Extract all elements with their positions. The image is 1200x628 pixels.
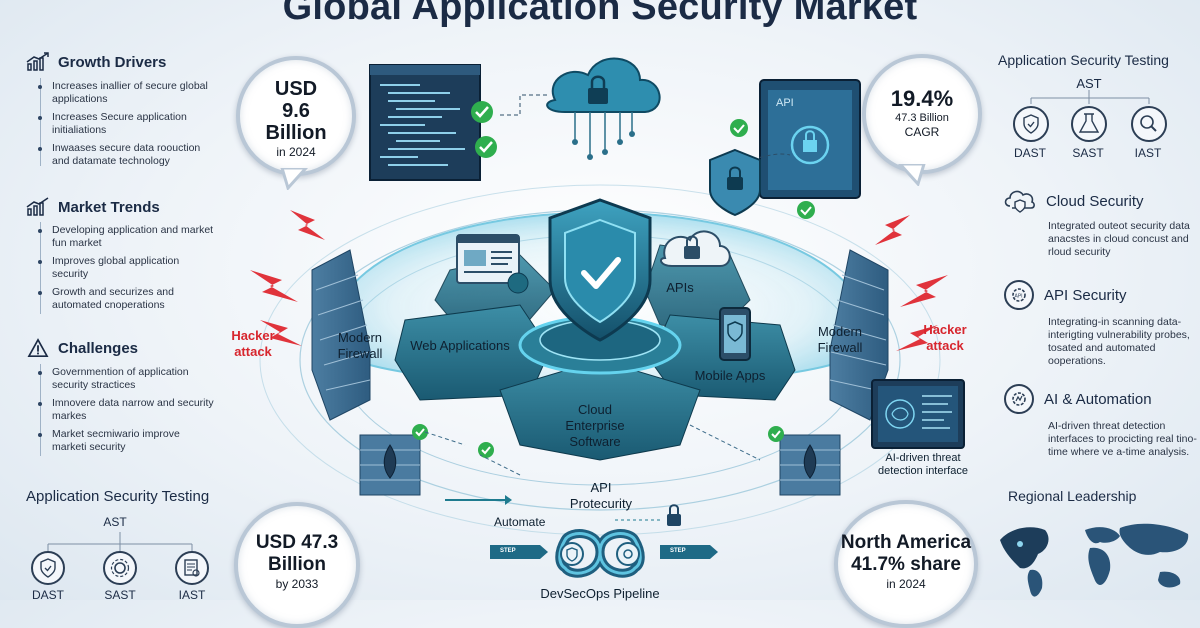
bubble-cagr: 19.4% 47.3 Billion CAGR (862, 54, 982, 174)
bar-chart-icon (26, 197, 49, 216)
cloud-shield-icon (1004, 190, 1035, 213)
list-item: Market secmiwario improve marketi securi… (26, 428, 216, 453)
apis-label: APIs (666, 280, 694, 295)
bubble-market-2033: USD 47.3 Billion by 2033 (234, 502, 360, 628)
right-ast-title: Application Security Testing (998, 52, 1169, 68)
left-ast-node: IAST (178, 588, 206, 602)
right-ast-node: DAST (1013, 146, 1046, 160)
challenges-list: Governmention of application security st… (26, 366, 216, 459)
list-item: Developing application and market fun ma… (26, 224, 216, 249)
list-item: Imnovere data narrow and security markes (26, 397, 216, 422)
left-ast-tree (31, 532, 209, 585)
hacker-attack-left: Hacker attack (231, 328, 275, 359)
left-ast-node: DAST (31, 588, 64, 602)
right-ast-root: AST (1076, 76, 1102, 91)
bubble-market-2024: USD 9.6 Billion in 2024 (236, 56, 356, 176)
left-ast-root: AST (103, 515, 127, 529)
api-security-section: API API Security Integrating-in scanning… (1004, 280, 1200, 368)
ai-automation-section: AI & Automation AI-driven threat detecti… (1004, 384, 1200, 459)
challenges-heading: Challenges (26, 338, 138, 358)
market-trends-list: Developing application and market fun ma… (26, 224, 216, 317)
list-item: Growth and securizes and automated cnope… (26, 286, 216, 311)
cloud-security-section: Cloud Security Integrated outeot securit… (1004, 188, 1200, 259)
step-right-label: STEP (670, 548, 686, 554)
list-item: Inwaases secure data roouction and datam… (26, 142, 216, 167)
firewall-block-left (359, 434, 421, 496)
svg-text:API: API (1015, 294, 1023, 300)
left-ast-title: Application Security Testing (26, 488, 210, 505)
list-item: Improves global application security (26, 255, 216, 280)
market-trends-heading: Market Trends (26, 197, 160, 217)
mobile-apps-label: Mobile Apps (694, 368, 766, 383)
ai-gear-icon (1004, 384, 1034, 414)
right-ast-node: SAST (1072, 146, 1104, 160)
step-left-label: STEP (500, 548, 516, 554)
firewall-left-label: Modern Firewall (337, 330, 383, 361)
growth-drivers-list: Increases inallier of secure global appl… (26, 80, 216, 173)
world-map-icon (1000, 523, 1189, 597)
list-item: Increases inallier of secure global appl… (26, 80, 216, 105)
api-screen-label: API (776, 97, 794, 109)
growth-chart-icon (26, 52, 49, 71)
api-protecurity-label: API Protecurity (569, 480, 633, 511)
firewall-block-right (779, 434, 841, 496)
list-item: Increases Secure application initialiati… (26, 111, 216, 136)
page-title: Global Application Security Market (282, 0, 918, 28)
hacker-attack-right: Hacker attack (923, 322, 967, 353)
growth-drivers-heading: Growth Drivers (26, 52, 166, 72)
cloud-enterprise-label: Cloud Enterprise Software (565, 402, 625, 449)
list-item: Governmention of application security st… (26, 366, 216, 391)
automate-label: Automate (494, 515, 546, 529)
right-ast-tree (1013, 90, 1167, 142)
regional-leadership-title: Regional Leadership (1008, 488, 1137, 504)
right-ast-node: IAST (1134, 146, 1162, 160)
web-applications-label: Web Applications (410, 338, 510, 353)
api-gear-icon: API (1004, 280, 1034, 310)
bubble-north-america: North America 41.7% share in 2024 (834, 500, 978, 628)
center-illustration: API (250, 57, 965, 578)
left-ast-node: SAST (104, 588, 136, 602)
ai-detection-label: AI-driven threat detection interface (878, 452, 968, 477)
devsecops-label: DevSecOps Pipeline (540, 586, 660, 601)
warning-icon (27, 338, 49, 357)
firewall-right-label: Modern Firewall (817, 324, 863, 355)
